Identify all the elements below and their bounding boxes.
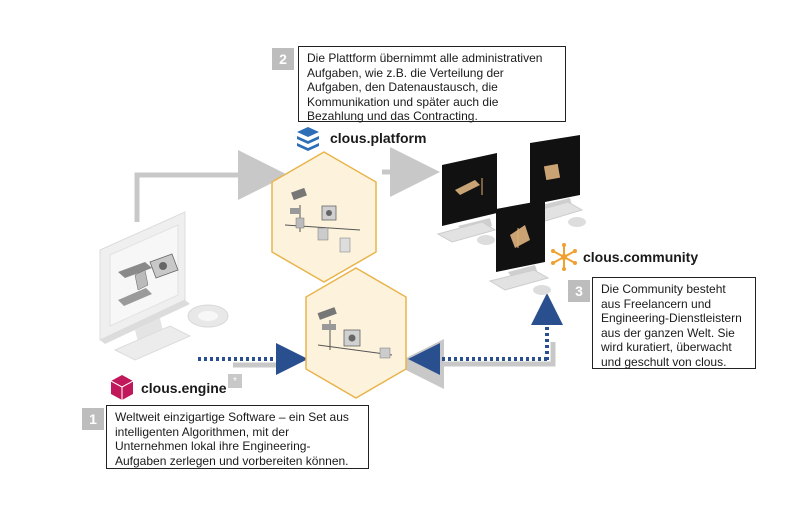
community-logo-icon <box>551 243 577 271</box>
callout-1-text: Weltweit einzigartige Software – ein Set… <box>115 410 349 468</box>
community-computer-1 <box>436 153 497 245</box>
platform-logo-icon <box>297 127 319 151</box>
callout-3-box: Die Community besteht aus Freelancern un… <box>592 277 756 369</box>
callout-2-number: 2 <box>272 48 294 70</box>
engine-label: clous.engine <box>141 380 227 396</box>
engine-logo-icon <box>110 375 134 400</box>
callout-1-number: 1 <box>82 408 104 430</box>
community-computer-3 <box>488 200 551 295</box>
callout-1-box: Weltweit einzigartige Software – ein Set… <box>106 405 369 469</box>
star-badge: * <box>228 374 242 388</box>
callout-2-box: Die Plattform übernimmt alle administrat… <box>298 46 566 123</box>
engine-computer <box>99 211 229 361</box>
callout-3-text: Die Community besteht aus Freelancern un… <box>601 282 742 369</box>
callout-2-text: Die Plattform übernimmt alle administrat… <box>307 51 543 123</box>
dotted-return-arrows <box>198 293 563 375</box>
community-label: clous.community <box>583 249 699 265</box>
star-badge-text: * <box>233 375 237 387</box>
callout-3-number: 3 <box>568 280 590 302</box>
platform-hexagon <box>271 151 377 283</box>
platform-label: clous.platform <box>330 130 427 146</box>
engine-hexagon <box>305 267 407 399</box>
